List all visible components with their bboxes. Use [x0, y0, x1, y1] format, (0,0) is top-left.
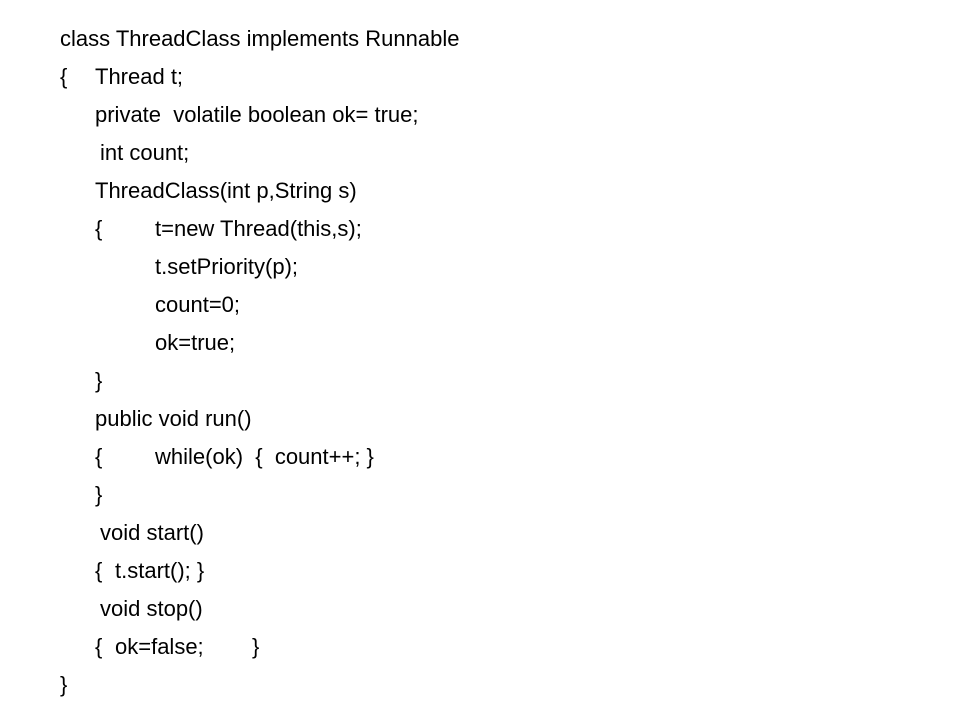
code-line-open-brace: { — [60, 64, 68, 89]
code-line-constructor-close-brace: } — [95, 368, 103, 393]
code-line-stop-open-brace: { — [95, 634, 103, 659]
code-line-thread-field: Thread t; — [95, 64, 184, 89]
code-line-stop-method: void stop() — [100, 596, 203, 621]
code-line-start-open-brace: { — [95, 558, 103, 583]
code-line-new-thread: t=new Thread(this,s); — [155, 216, 362, 241]
code-line-stop-close-brace: } — [252, 634, 260, 659]
code-line-class-declaration: class ThreadClass implements Runnable — [60, 26, 460, 51]
code-line-run-open-brace: { — [95, 444, 103, 469]
code-line-count-field: int count; — [100, 140, 190, 165]
code-line-count-reset: count=0; — [155, 292, 241, 317]
code-line-set-priority: t.setPriority(p); — [155, 254, 299, 279]
code-line-run-close-brace: } — [95, 482, 103, 507]
code-line-constructor: ThreadClass(int p,String s) — [95, 178, 357, 203]
code-line-constructor-open-brace: { — [95, 216, 103, 241]
code-line-start-body: t.start(); } — [115, 558, 205, 583]
code-line-class-close-brace: } — [60, 672, 68, 697]
code-line-ok-true: ok=true; — [155, 330, 236, 355]
code-line-ok-field: private volatile boolean ok= true; — [95, 102, 419, 127]
code-line-start-method: void start() — [100, 520, 204, 545]
code-line-run-method: public void run() — [95, 406, 252, 431]
code-line-while-loop: while(ok) { count++; } — [155, 444, 374, 469]
code-line-stop-body: ok=false; — [115, 634, 204, 659]
